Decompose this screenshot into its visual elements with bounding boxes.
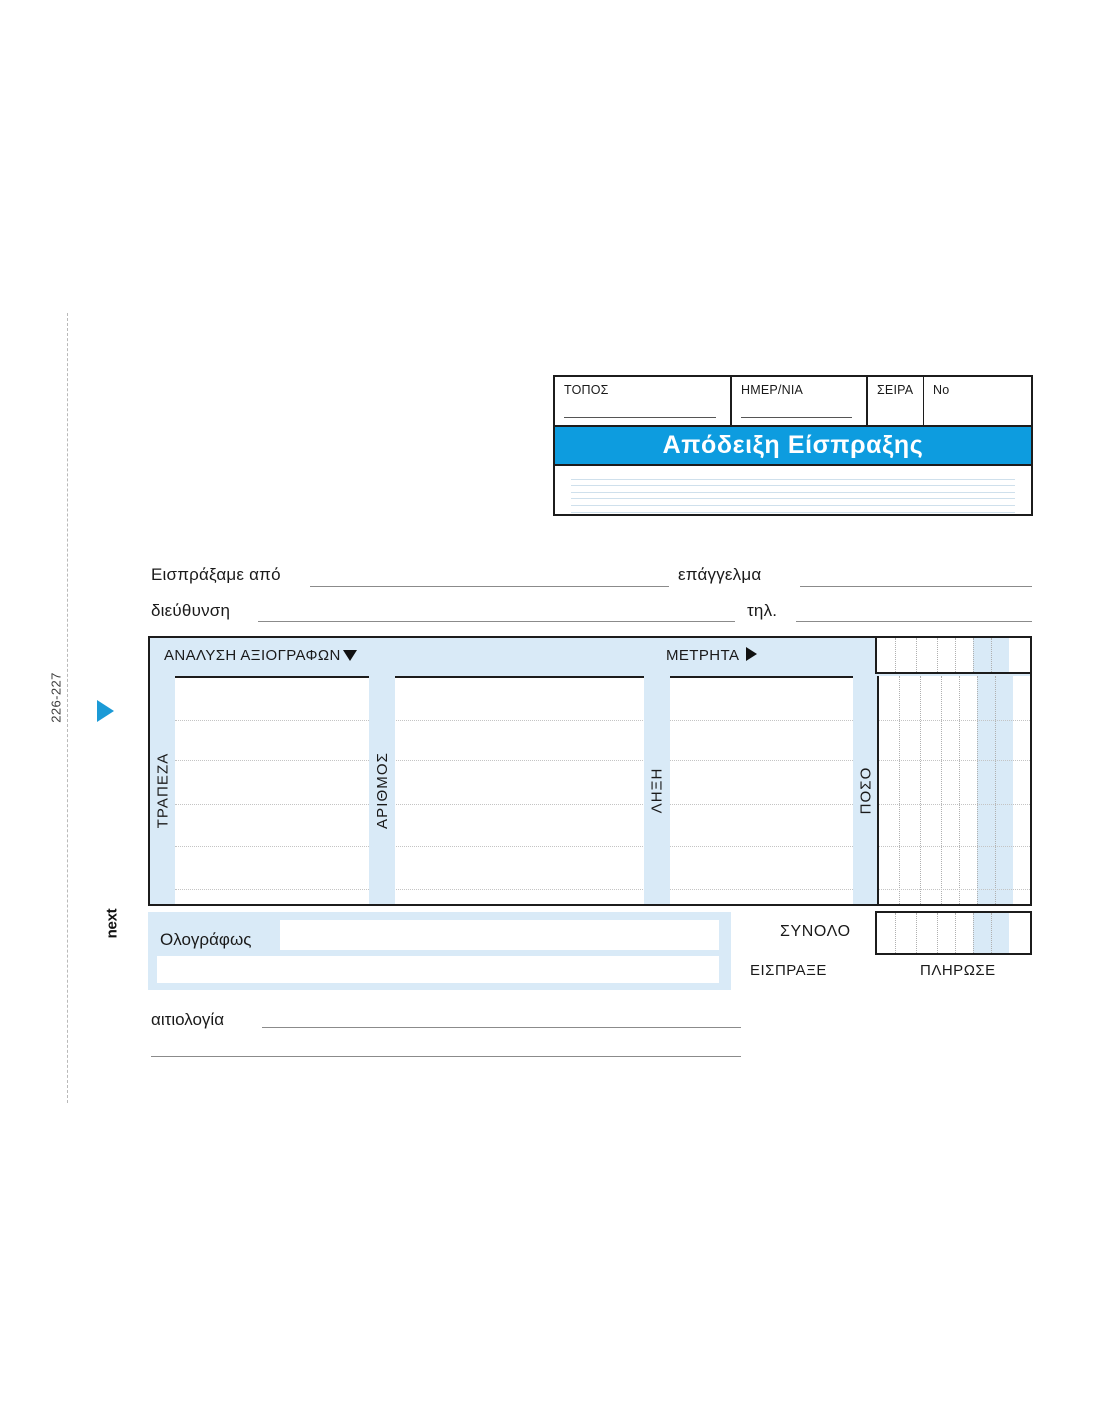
total-grid-column — [916, 913, 917, 953]
total-grid-column — [895, 913, 896, 953]
note-line — [571, 499, 1015, 506]
column-poso-label: ΠΟΣΟ — [857, 766, 875, 814]
amount-grid-column — [941, 676, 942, 904]
phone-label: τηλ. — [747, 601, 778, 620]
pay-signature-label: ΠΛΗΡΩΣΕ — [920, 962, 996, 979]
receipt-title: Απόδειξη Είσπραξης — [662, 431, 924, 459]
reason-input-line2[interactable] — [151, 1056, 741, 1057]
amount-grid-row — [879, 846, 1030, 847]
amount-header-column — [973, 638, 974, 672]
amount-in-words-block: Ολογράφως — [148, 912, 731, 990]
amount-grid-row — [879, 760, 1030, 761]
column-lixi: ΛΗΞΗ — [644, 676, 670, 904]
phone-input[interactable] — [796, 621, 1032, 622]
product-code-label: 226-227 — [48, 672, 64, 723]
reason-input-line1[interactable] — [262, 1027, 741, 1028]
total-grid-column — [973, 913, 974, 953]
tear-off-dashed-line — [67, 313, 68, 1103]
note-line — [571, 486, 1015, 493]
blue-triangle-marker-icon — [97, 700, 114, 722]
field-no[interactable]: No — [924, 377, 1031, 425]
header-analysis-group: ΑΝΑΛΥΣΗ ΑΞΙΟΓΡΑΦΩΝ — [164, 647, 357, 664]
amount-grid-column — [977, 676, 978, 904]
collect-signature-label: ΕΙΣΠΡΑΞΕ — [750, 962, 827, 979]
table-row[interactable] — [175, 760, 873, 761]
amount-header-column — [955, 638, 956, 672]
field-topos[interactable]: ΤΟΠΟΣ — [555, 377, 732, 425]
amount-grid[interactable] — [877, 676, 1030, 904]
note-line — [571, 473, 1015, 480]
brand-logo-next: next — [103, 908, 121, 939]
amount-grid-column — [959, 676, 960, 904]
field-seira-label: ΣΕΙΡΑ — [877, 383, 914, 397]
stub-header-row: ΤΟΠΟΣ ΗΜΕΡ/ΝΙΑ ΣΕΙΡΑ No — [555, 377, 1031, 427]
field-topos-label: ΤΟΠΟΣ — [564, 383, 609, 397]
amount-grid-column — [920, 676, 921, 904]
field-seira[interactable]: ΣΕΙΡΑ — [868, 377, 924, 425]
column-arithmos: ΑΡΙΘΜΟΣ — [369, 676, 395, 904]
amount-grid-row — [879, 720, 1030, 721]
note-line — [571, 506, 1015, 513]
column-trapeza-label: ΤΡΑΠΕΖΑ — [154, 752, 172, 828]
profession-input[interactable] — [800, 586, 1032, 587]
amount-header-column — [895, 638, 896, 672]
stub-note-lines[interactable] — [555, 466, 1031, 514]
total-label: ΣΥΝΟΛΟ — [780, 923, 851, 940]
note-line — [571, 493, 1015, 500]
total-grid-column — [937, 913, 938, 953]
amount-in-words-input-line1[interactable] — [280, 920, 719, 950]
column-arithmos-label: ΑΡΙΘΜΟΣ — [373, 751, 391, 829]
reason-label: αιτιολογία — [151, 1010, 225, 1029]
column-poso: ΠΟΣΟ — [853, 676, 879, 904]
table-row[interactable] — [175, 720, 873, 721]
received-from-label: Εισπράξαμε από — [151, 565, 281, 584]
triangle-down-icon — [342, 650, 357, 661]
securities-table-body: ΤΡΑΠΕΖΑ ΑΡΙΘΜΟΣ ΛΗΞΗ ΠΟΣΟ — [150, 676, 1030, 904]
amount-grid-row — [879, 804, 1030, 805]
field-no-label: No — [933, 383, 950, 397]
profession-label: επάγγελμα — [678, 565, 762, 584]
amount-header-column — [937, 638, 938, 672]
receipt-title-banner: Απόδειξη Είσπραξης — [555, 427, 1031, 466]
triangle-right-icon — [746, 647, 758, 661]
amount-header-column — [991, 638, 992, 672]
field-topos-rule — [564, 417, 716, 418]
total-amount-box[interactable] — [875, 911, 1032, 955]
total-grid-column — [955, 913, 956, 953]
amount-grid-column — [995, 676, 996, 904]
table-row[interactable] — [175, 889, 873, 890]
securities-table: ΑΝΑΛΥΣΗ ΑΞΙΟΓΡΑΦΩΝ ΜΕΤΡΗΤΑ ΤΡΑΠΕΖΑ ΑΡΙΘΜ… — [148, 636, 1032, 906]
amount-header-column — [916, 638, 917, 672]
note-line — [571, 480, 1015, 487]
amount-grid-column — [899, 676, 900, 904]
field-hmeromhnia[interactable]: ΗΜΕΡ/ΝΙΑ — [732, 377, 868, 425]
total-grid-column — [991, 913, 992, 953]
amount-in-words-label: Ολογράφως — [160, 930, 252, 949]
received-from-input[interactable] — [310, 586, 669, 587]
column-trapeza: ΤΡΑΠΕΖΑ — [150, 676, 175, 904]
receipt-stub-box: ΤΟΠΟΣ ΗΜΕΡ/ΝΙΑ ΣΕΙΡΑ No Απόδειξη Είσπραξ… — [553, 375, 1033, 516]
amount-grid-row — [879, 889, 1030, 890]
field-hmeromhnia-rule — [741, 417, 852, 418]
column-lixi-label: ΛΗΞΗ — [648, 767, 666, 813]
field-hmeromhnia-label: ΗΜΕΡ/ΝΙΑ — [741, 383, 804, 397]
address-input[interactable] — [258, 621, 735, 622]
table-row[interactable] — [175, 804, 873, 805]
amount-grid-header[interactable] — [875, 636, 1032, 674]
header-cash-label: ΜΕΤΡΗΤΑ — [666, 647, 740, 664]
header-cash-group: ΜΕΤΡΗΤΑ — [666, 647, 758, 664]
table-row[interactable] — [175, 846, 873, 847]
amount-in-words-input-line2[interactable] — [157, 956, 719, 983]
address-label: διεύθυνση — [151, 601, 231, 620]
header-analysis-label: ΑΝΑΛΥΣΗ ΑΞΙΟΓΡΑΦΩΝ — [164, 647, 341, 664]
